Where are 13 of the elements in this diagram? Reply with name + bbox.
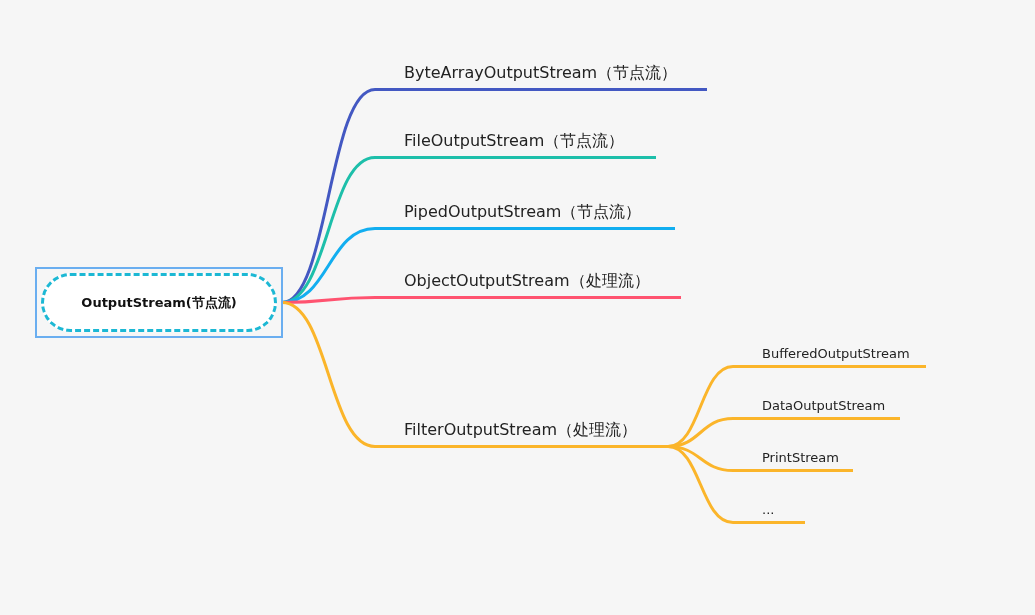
topic-label: ByteArrayOutputStream（节点流）	[404, 63, 678, 84]
root-topic: OutputStream(节点流)	[41, 273, 277, 332]
topic-label: DataOutputStream	[762, 398, 886, 413]
topic-label: ObjectOutputStream（处理流）	[404, 271, 650, 292]
topic-label: PipedOutputStream（节点流）	[404, 202, 642, 223]
selected-topic-frame	[35, 267, 283, 338]
topic-label: FileOutputStream（节点流）	[404, 131, 625, 152]
branch-connector	[667, 445, 734, 524]
topic-label: FilterOutputStream（处理流）	[404, 420, 638, 441]
topic-label: PrintStream	[762, 450, 839, 465]
topic-label: BufferedOutputStream	[762, 346, 910, 361]
topic-label: ...	[762, 502, 775, 517]
branch-connector	[281, 301, 376, 448]
